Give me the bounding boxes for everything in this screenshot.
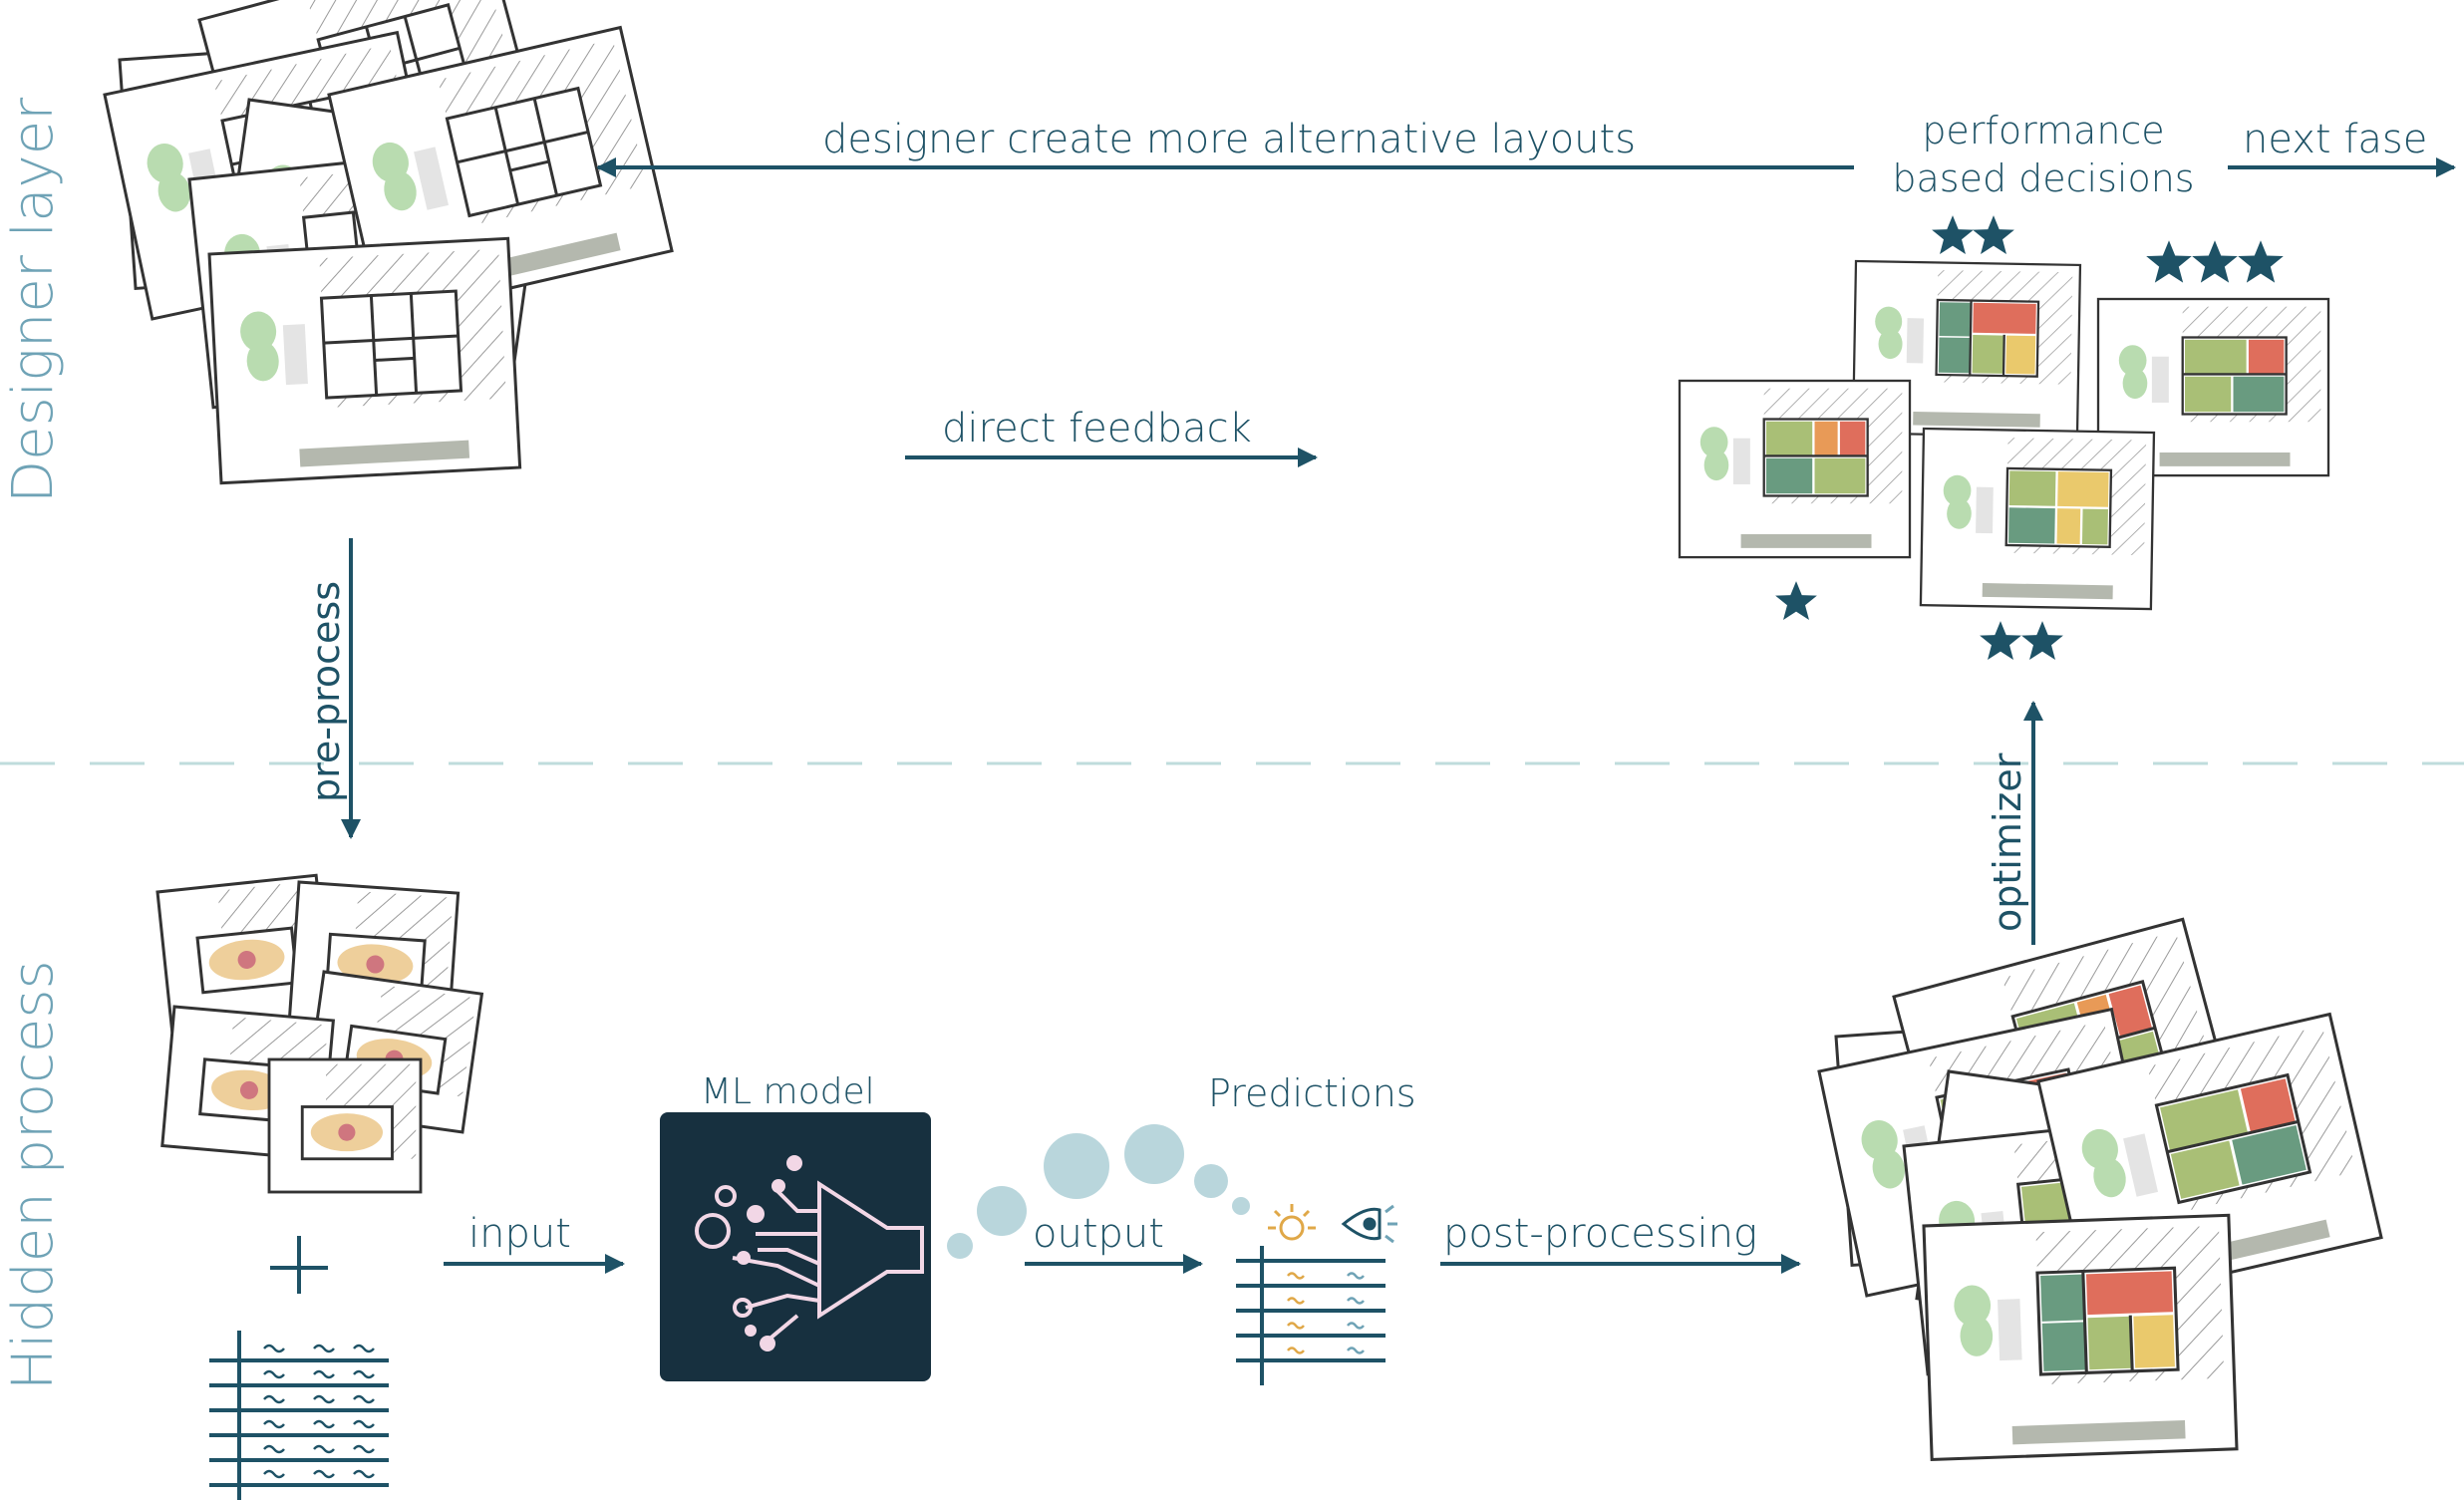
performance-label-line1: performance [1922,109,2165,152]
plus-icon [270,1236,328,1294]
sun-icon [1268,1204,1316,1241]
rating-stars-layout-4 [1980,621,2063,661]
next-fase-label: next fase [2243,117,2428,162]
output-label: output [1033,1211,1164,1257]
ml-model-label: ML model [701,1071,875,1112]
create-more-label: designer create more alternative layouts [822,117,1637,162]
performance-label-line2: based decisions [1892,156,2195,200]
thought-bubbles [947,1124,1250,1259]
optimized-layout-stack [1819,919,2381,1459]
heatmap-stack [155,873,483,1194]
hidden-process-label: Hidden process [1,960,66,1390]
predictions-label: Predictions [1208,1071,1416,1115]
rating-stars-layout-2 [2146,240,2284,283]
optimizer-label: optimizer [1986,752,2029,932]
data-table-icon [207,1329,391,1500]
ml-model-box [660,1112,931,1381]
input-label: input [468,1211,571,1257]
rated-layouts [1680,261,2328,609]
eye-icon [1341,1204,1397,1244]
designer-layout-stack [105,0,672,483]
post-processing-label: post-processing [1443,1211,1757,1257]
rating-stars-layout-1 [1932,215,2014,255]
neural-funnel-icon [695,1180,924,1343]
rating-stars-layout-3 [1775,581,1817,621]
predictions-table [1236,1246,1386,1385]
designer-layer-label: Designer layer [1,97,66,503]
direct-feedback-label: direct feedback [942,406,1252,451]
pre-process-label: pre-process [304,580,348,802]
